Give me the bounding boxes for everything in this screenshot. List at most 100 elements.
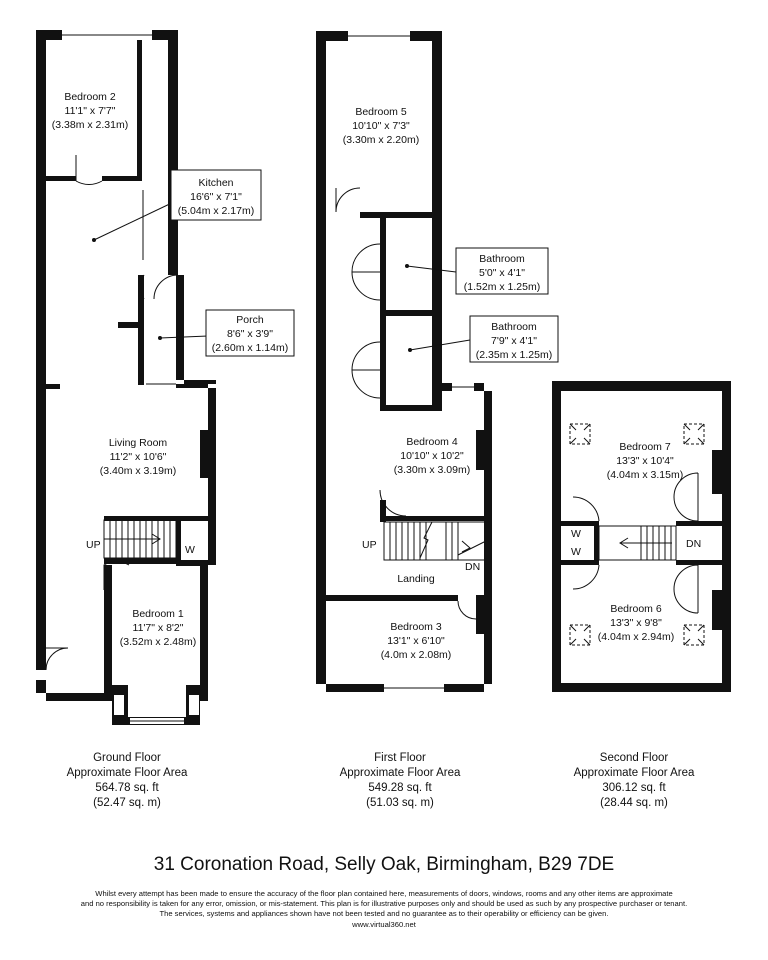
floor-summary-second: Second Floor Approximate Floor Area 306.…	[574, 752, 695, 809]
room-metric: (1.52m x 1.25m)	[464, 281, 540, 293]
bathroom-a-label-box	[455, 247, 549, 295]
bedroom3-door	[457, 600, 477, 620]
floor-area-sqft: 549.28 sq. ft	[368, 782, 432, 794]
store-side-wall	[594, 521, 599, 565]
floor-name: First Floor	[374, 752, 426, 764]
bathroom-a-door	[351, 243, 381, 301]
stairs-up-marker: UP	[86, 539, 101, 551]
room-imperial: 11'7" x 8'2"	[133, 622, 184, 634]
porch-inner-wall	[138, 275, 144, 385]
wardrobe-marker: W	[571, 546, 581, 558]
porch-label-box	[205, 309, 295, 357]
room-metric: (3.52m x 2.48m)	[120, 636, 196, 648]
room-metric: (3.38m x 2.31m)	[52, 119, 128, 131]
store-door-top	[572, 496, 600, 522]
room-name: Landing	[397, 573, 435, 585]
floor-area-sqm: (52.47 sq. m)	[93, 797, 161, 809]
landing-bottom-wall	[676, 560, 722, 565]
disclaimer-line: The services, systems and appliances sho…	[159, 909, 608, 918]
bathroom-divider	[380, 310, 442, 316]
floor-area-label: Approximate Floor Area	[67, 767, 188, 779]
room-bedroom5: Bedroom 5 10'10" x 7'3" (3.30m x 2.20m)	[343, 106, 419, 146]
stair-bottom-wall	[104, 558, 178, 564]
ground-stairs	[103, 519, 177, 559]
front-porch-door	[153, 274, 179, 300]
room-bathroom-b: Bathroom 7'9" x 4'1" (2.35m x 1.25m)	[476, 321, 552, 361]
room-name: Living Room	[109, 437, 168, 449]
living-room-chimney	[200, 430, 208, 478]
room-imperial: 11'2" x 10'6"	[110, 451, 167, 463]
room-imperial: 10'10" x 10'2"	[400, 450, 464, 462]
bathroom-bottom-wall	[380, 405, 442, 411]
skylight-icon	[569, 423, 591, 445]
bedroom5-bottom-wall	[360, 212, 442, 218]
room-living: Living Room 11'2" x 10'6" (3.40m x 3.19m…	[100, 437, 176, 477]
room-metric: (2.35m x 1.25m)	[476, 349, 552, 361]
store-top-wall	[561, 521, 599, 526]
floor-area-sqft: 306.12 sq. ft	[602, 782, 666, 794]
bedroom6-door	[673, 564, 699, 614]
wardrobe-marker: W	[571, 528, 581, 540]
property-address: 31 Coronation Road, Selly Oak, Birmingha…	[154, 854, 614, 875]
floor-name: Ground Floor	[93, 752, 161, 764]
wc-marker: W	[185, 544, 195, 556]
landing-top-wall	[676, 521, 722, 526]
room-imperial: 13'1" x 6'10"	[387, 635, 445, 647]
skylight-icon	[569, 624, 591, 646]
room-metric: (3.30m x 3.09m)	[394, 464, 470, 476]
bedroom4-bottom-wall	[380, 516, 488, 521]
bedroom2-door	[75, 155, 103, 185]
room-imperial: 7'9" x 4'1"	[491, 335, 537, 347]
room-bedroom1: Bedroom 1 11'7" x 8'2" (3.52m x 2.48m)	[120, 608, 196, 648]
kitchen-label-box	[170, 169, 262, 221]
bedroom4-left-wall	[380, 500, 386, 522]
website-link[interactable]: www.virtual360.net	[351, 920, 417, 929]
floor-area-sqm: (28.44 sq. m)	[600, 797, 668, 809]
room-kitchen: Kitchen 16'6" x 7'1" (5.04m x 2.17m)	[178, 177, 254, 217]
second-floor-plan	[552, 381, 731, 692]
bathroom-b-door	[351, 341, 381, 399]
first-floor-stairs	[383, 521, 489, 561]
stairs-up-marker: UP	[362, 539, 377, 551]
disclaimer-line: Whilst every attempt has been made to en…	[95, 889, 672, 898]
room-bedroom7: Bedroom 7 13'3" x 10'4" (4.04m x 3.15m)	[607, 441, 683, 481]
room-landing: Landing	[397, 573, 435, 585]
skylight-icon	[683, 624, 705, 646]
floor-name: Second Floor	[600, 752, 669, 764]
porch-door	[140, 274, 145, 300]
room-metric: (5.04m x 2.17m)	[178, 205, 254, 217]
porch-stub-wall	[118, 322, 138, 328]
room-imperial: 8'6" x 3'9"	[227, 328, 273, 340]
room-metric: (3.30m x 2.20m)	[343, 134, 419, 146]
room-name: Bathroom	[491, 321, 537, 333]
bedroom1-door	[103, 561, 130, 590]
room-name: Bathroom	[479, 253, 525, 265]
room-imperial: 11'1" x 7'7"	[65, 105, 116, 117]
floor-area-label: Approximate Floor Area	[340, 767, 461, 779]
wc-bottom-wall	[176, 560, 208, 566]
room-bedroom4: Bedroom 4 10'10" x 10'2" (3.30m x 3.09m)	[394, 436, 470, 476]
room-bedroom2: Bedroom 2 11'1" x 7'7" (3.38m x 2.31m)	[52, 91, 128, 131]
room-name: Bedroom 1	[132, 608, 184, 620]
bedroom5-door	[335, 187, 361, 213]
bedroom3-top-wall	[326, 595, 458, 601]
bedroom4-chimney	[476, 430, 486, 470]
bay-window	[112, 685, 200, 725]
bedroom2-side-wall	[137, 40, 142, 181]
bedroom7-chimney	[712, 450, 722, 494]
living-room-stub	[46, 384, 60, 389]
bedroom6-chimney	[712, 590, 722, 630]
room-metric: (3.40m x 3.19m)	[100, 465, 176, 477]
floor-summary-first: First Floor Approximate Floor Area 549.2…	[340, 752, 461, 809]
room-metric: (4.04m x 3.15m)	[607, 469, 683, 481]
floor-area-label: Approximate Floor Area	[574, 767, 695, 779]
room-metric: (4.0m x 2.08m)	[381, 649, 452, 661]
bedroom4-door	[379, 489, 407, 517]
room-metric: (2.60m x 1.14m)	[212, 342, 288, 354]
first-floor-plan	[316, 31, 492, 692]
room-imperial: 13'3" x 10'4"	[616, 455, 674, 467]
bathroom-b-label-box	[469, 315, 559, 363]
room-name: Bedroom 3	[390, 621, 442, 633]
room-imperial: 16'6" x 7'1"	[190, 191, 242, 203]
